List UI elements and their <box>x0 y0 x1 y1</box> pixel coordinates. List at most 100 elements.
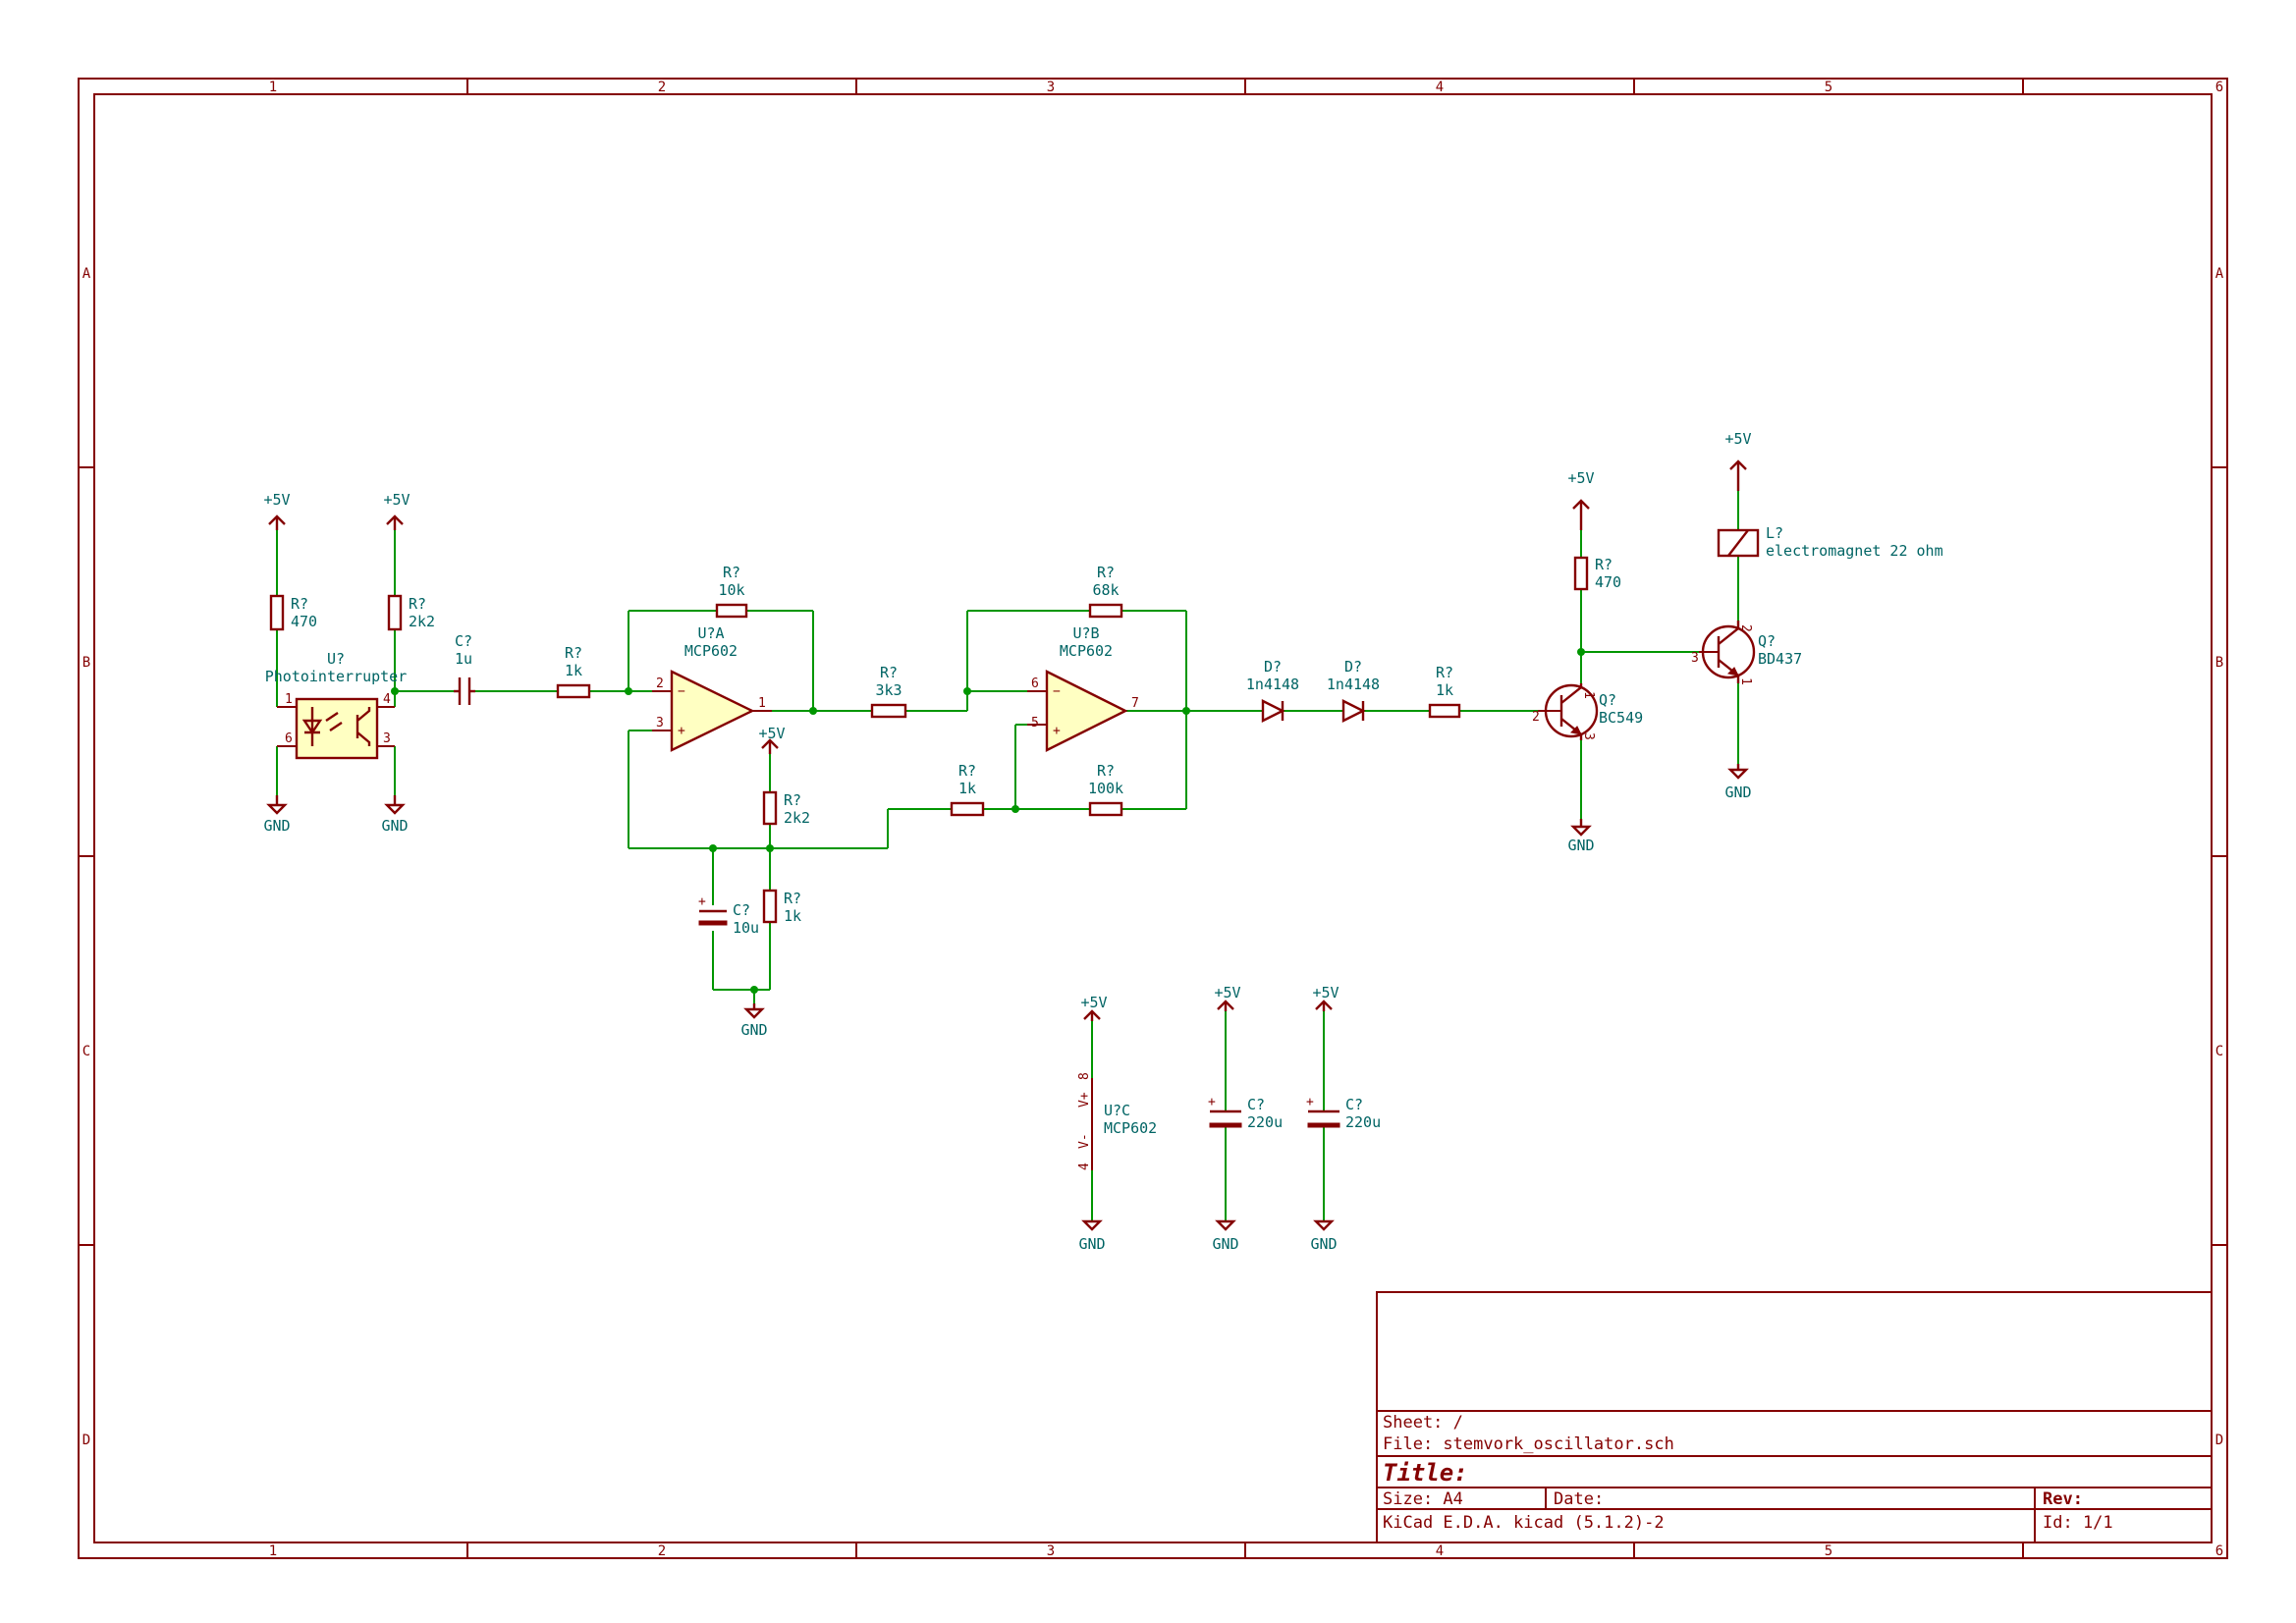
svg-text:+: + <box>1053 724 1061 738</box>
svg-text:R?: R? <box>565 644 582 662</box>
opamp-u-a: − + 2 3 1 U?A MCP602 <box>652 624 772 752</box>
svg-text:10k: 10k <box>718 581 744 599</box>
svg-text:6: 6 <box>1031 676 1039 691</box>
resistor-r-feedback-a: R? 10k <box>715 564 748 619</box>
svg-text:R?: R? <box>1097 564 1115 581</box>
svg-text:C?: C? <box>1345 1096 1363 1113</box>
svg-text:1k: 1k <box>784 907 801 925</box>
gnd-symbol-3: GND <box>740 1003 768 1039</box>
vcc-symbol-7: +5V <box>1214 984 1241 1011</box>
vcc-symbols: +5V +5V +5V +5V +5V +5V +5V +5V <box>263 430 1752 1021</box>
svg-text:GND: GND <box>1212 1235 1238 1253</box>
svg-text:1u: 1u <box>455 650 472 668</box>
svg-text:D: D <box>2215 1433 2223 1448</box>
gnd-symbol-5: GND <box>1724 764 1752 801</box>
column-labels-top: 1 2 3 4 5 6 <box>269 80 2223 95</box>
svg-text:1: 1 <box>285 692 293 707</box>
title-block: Sheet: / File: stemvork_oscillator.sch T… <box>1376 1291 2213 1543</box>
svg-text:+: + <box>678 724 685 738</box>
svg-text:+5V: +5V <box>758 725 785 742</box>
svg-text:100k: 100k <box>1088 780 1123 797</box>
capacitor-c-bulk-2: + C? 220u <box>1306 1095 1381 1131</box>
row-labels-right: A B C D <box>2215 266 2224 1448</box>
diode-d1: D? 1n4148 <box>1246 658 1299 723</box>
svg-text:R?: R? <box>291 595 308 613</box>
junction <box>391 687 399 695</box>
svg-text:3: 3 <box>383 731 391 746</box>
gnd-symbol-2: GND <box>381 795 409 835</box>
vcc-symbol-5: +5V <box>1724 430 1752 491</box>
vcc-symbol-4: +5V <box>1567 469 1595 530</box>
svg-text:R?: R? <box>784 791 801 809</box>
capacitor-c-bulk-1: + C? 220u <box>1208 1095 1283 1131</box>
resistor-r-collector: R? 470 <box>1573 556 1621 591</box>
capacitor-c-input: C? 1u <box>454 632 475 705</box>
tb-size: Size: A4 <box>1383 1489 1463 1509</box>
resistor-r-feedback-b: R? 68k <box>1088 564 1123 619</box>
gnd-symbols: GND GND GND GND GND GND GND GND <box>263 764 1752 1253</box>
svg-text:+5V: +5V <box>263 491 290 509</box>
vcc-symbol-1: +5V <box>263 491 291 530</box>
photointerrupter: 1 4 6 3 U? Photointerrupter <box>265 650 407 760</box>
svg-text:+: + <box>1306 1095 1314 1109</box>
svg-text:Q?: Q? <box>1599 691 1616 709</box>
svg-text:5: 5 <box>1825 80 1832 95</box>
gnd-symbol-1: GND <box>263 795 291 835</box>
svg-text:2: 2 <box>658 1543 666 1559</box>
svg-text:+: + <box>698 894 706 909</box>
svg-text:1k: 1k <box>958 780 976 797</box>
svg-text:C?: C? <box>455 632 472 650</box>
svg-text:2: 2 <box>658 80 666 95</box>
svg-text:470: 470 <box>291 613 317 630</box>
gnd-symbol-6: GND <box>1078 1219 1106 1253</box>
svg-text:2k2: 2k2 <box>784 809 810 827</box>
svg-text:5: 5 <box>1031 716 1039 730</box>
svg-text:GND: GND <box>1724 784 1751 801</box>
junction <box>1011 805 1019 813</box>
svg-text:1n4148: 1n4148 <box>1246 676 1299 693</box>
svg-text:V+: V+ <box>1077 1092 1092 1108</box>
resistor-r-mid: R? 3k3 <box>870 664 907 719</box>
svg-text:GND: GND <box>381 817 408 835</box>
svg-text:3: 3 <box>1691 651 1699 666</box>
svg-text:MCP602: MCP602 <box>684 642 738 660</box>
svg-text:V-: V- <box>1077 1133 1092 1149</box>
svg-text:D?: D? <box>1264 658 1282 676</box>
svg-text:7: 7 <box>1131 696 1139 711</box>
resistor-r-divider-bottom: R? 1k <box>762 889 801 925</box>
svg-text:220u: 220u <box>1345 1113 1381 1131</box>
svg-text:R?: R? <box>1436 664 1453 681</box>
svg-text:GND: GND <box>1078 1235 1105 1253</box>
svg-text:C?: C? <box>733 901 750 919</box>
tb-rev: Rev: <box>2043 1489 2083 1509</box>
svg-text:1: 1 <box>758 696 766 711</box>
tb-sheet: Sheet: / <box>1383 1413 1463 1433</box>
svg-text:220u: 220u <box>1247 1113 1283 1131</box>
svg-text:C: C <box>2215 1044 2223 1059</box>
svg-text:U?B: U?B <box>1072 624 1099 642</box>
tb-title: Title: <box>1383 1459 1468 1487</box>
svg-text:D?: D? <box>1344 658 1362 676</box>
svg-text:Q?: Q? <box>1758 632 1776 650</box>
resistor-r-hysteresis-input: R? 1k <box>950 762 985 817</box>
vcc-symbol-2: +5V <box>383 491 410 530</box>
junction <box>750 986 758 994</box>
svg-text:B: B <box>82 655 90 671</box>
svg-text:R?: R? <box>723 564 740 581</box>
svg-text:6: 6 <box>2215 80 2223 95</box>
svg-text:R?: R? <box>1097 762 1115 780</box>
svg-text:8: 8 <box>1077 1072 1092 1080</box>
junction <box>709 844 717 852</box>
svg-text:3k3: 3k3 <box>875 681 902 699</box>
transistor-q1-npn: 2 1 3 Q? BC549 <box>1532 683 1643 740</box>
svg-text:470: 470 <box>1595 573 1621 591</box>
svg-text:+5V: +5V <box>1214 984 1240 1001</box>
svg-text:6: 6 <box>2215 1543 2223 1559</box>
tb-file: File: stemvork_oscillator.sch <box>1383 1434 1674 1454</box>
svg-text:+5V: +5V <box>1080 994 1107 1011</box>
junctions <box>391 648 1585 994</box>
svg-text:R?: R? <box>409 595 426 613</box>
svg-text:GND: GND <box>740 1021 767 1039</box>
opamp-u-c-power: 8 V+ V- 4 U?C MCP602 <box>1077 1072 1157 1170</box>
row-labels-left: A B C D <box>82 266 91 1448</box>
